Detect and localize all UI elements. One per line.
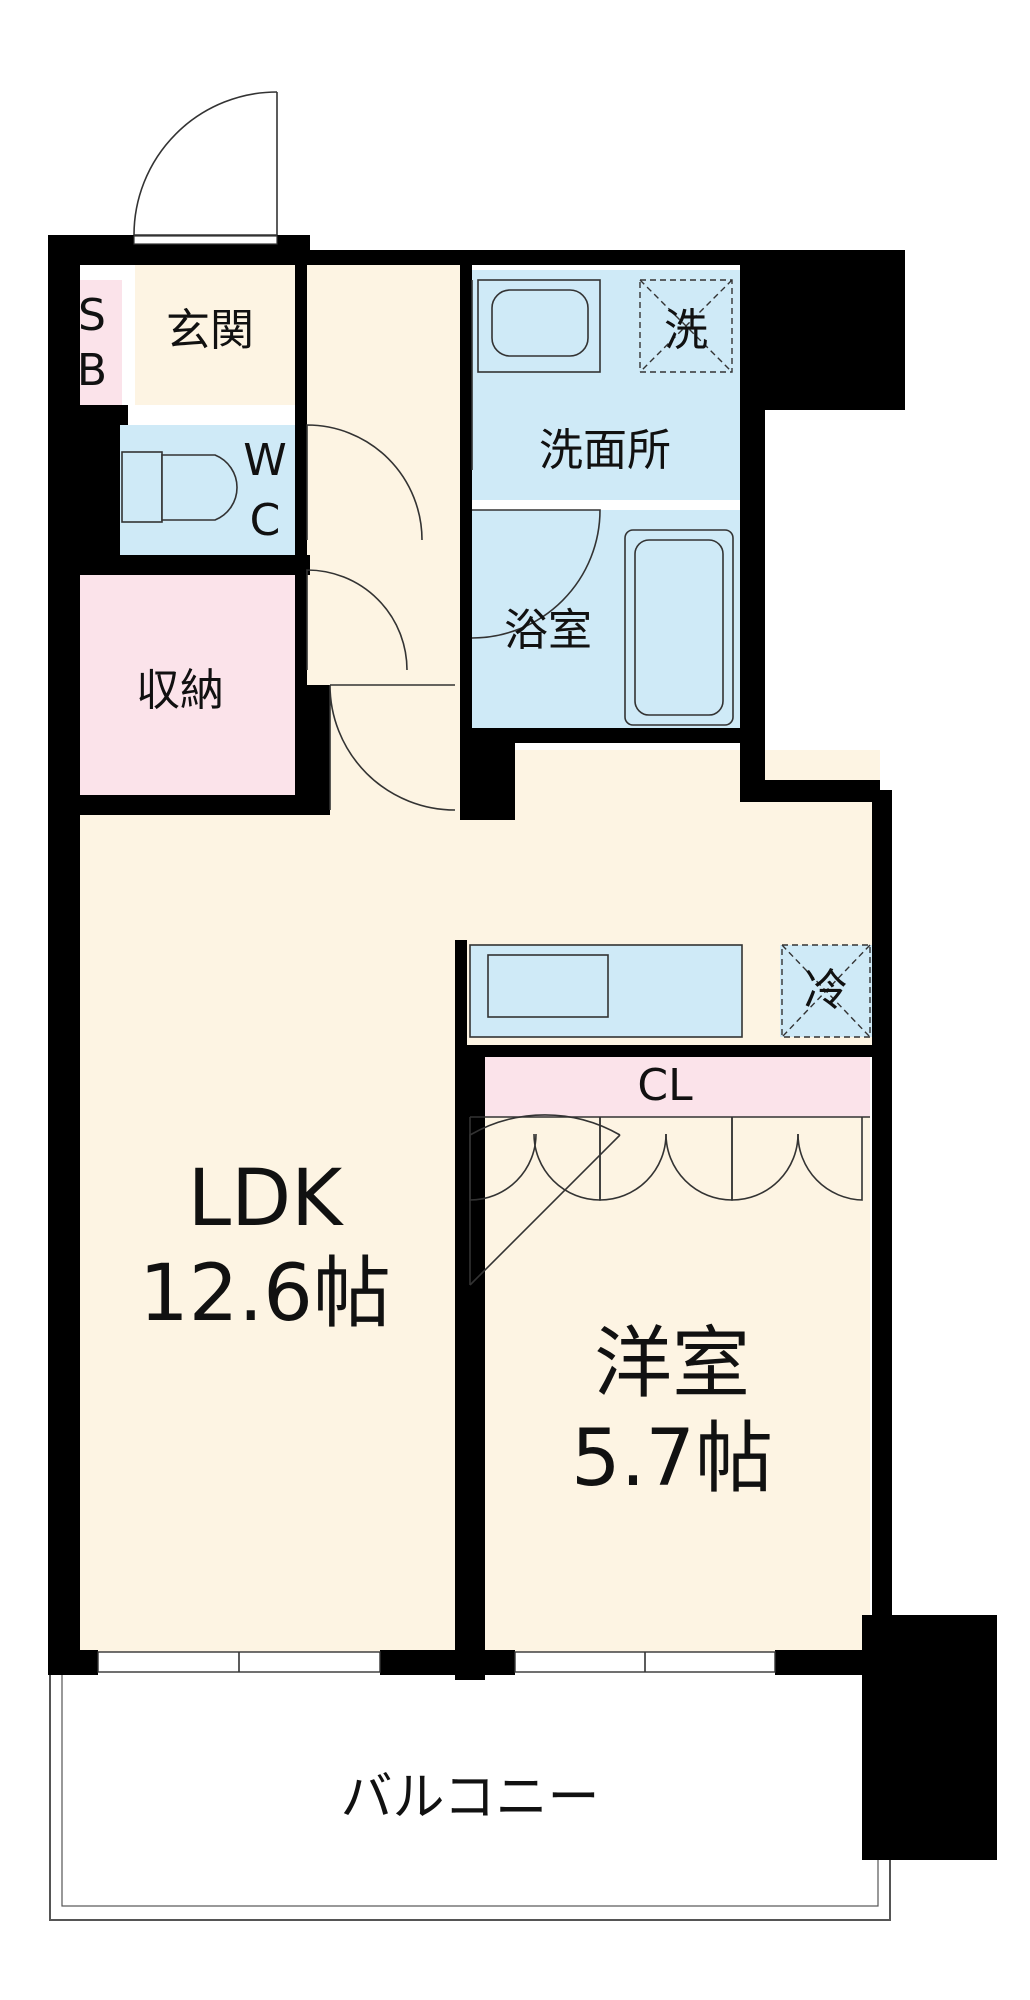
closet-floor xyxy=(470,1055,870,1117)
labels: S B 玄関 W C 収納 洗 洗面所 浴室 冷 CL LDK 12.6帖 洋室… xyxy=(77,290,848,1828)
entrance-door[interactable] xyxy=(133,91,278,245)
ldk-name-label: LDK xyxy=(188,1154,345,1244)
windows xyxy=(97,1651,776,1673)
entrance-floor xyxy=(135,265,295,405)
washer-space xyxy=(639,279,733,373)
entrance-label: 玄関 xyxy=(166,305,254,356)
storage-door[interactable] xyxy=(306,569,408,671)
washroom-label: 洗面所 xyxy=(539,425,671,476)
bath-door[interactable] xyxy=(471,509,601,639)
bathtub-inner xyxy=(634,539,724,716)
closet-label: CL xyxy=(637,1060,693,1111)
wc-label-c: C xyxy=(250,495,281,546)
western-door[interactable] xyxy=(469,1114,621,1285)
washer-label: 洗 xyxy=(664,305,708,356)
bathroom-label: 浴室 xyxy=(504,605,592,656)
closet-doors[interactable] xyxy=(469,1116,870,1201)
floors xyxy=(62,265,880,1660)
balcony-label: バルコニー xyxy=(341,1768,600,1828)
wc-label-w: W xyxy=(243,435,287,486)
toilet-tank xyxy=(121,451,163,523)
storage-floor xyxy=(65,575,300,795)
toilet-bowl xyxy=(161,454,238,521)
shoebox-label-s: S xyxy=(78,290,106,341)
ldk-floor xyxy=(80,790,460,1660)
fridge-box xyxy=(781,944,871,1038)
western-size-label: 5.7帖 xyxy=(571,1414,773,1504)
western-name-label: 洋室 xyxy=(594,1319,750,1409)
interior-doors xyxy=(306,280,621,1286)
shoebox-label-b: B xyxy=(77,345,107,396)
fridge-label: 冷 xyxy=(804,965,848,1016)
fixtures xyxy=(121,279,871,1038)
hall-door[interactable] xyxy=(329,684,456,811)
kitchen-sink xyxy=(487,954,609,1018)
sink-basin xyxy=(491,289,589,357)
ldk-size-label: 12.6帖 xyxy=(139,1249,391,1339)
storage-label: 収納 xyxy=(136,665,224,716)
wc-door[interactable] xyxy=(306,424,423,541)
walls xyxy=(48,235,997,1860)
